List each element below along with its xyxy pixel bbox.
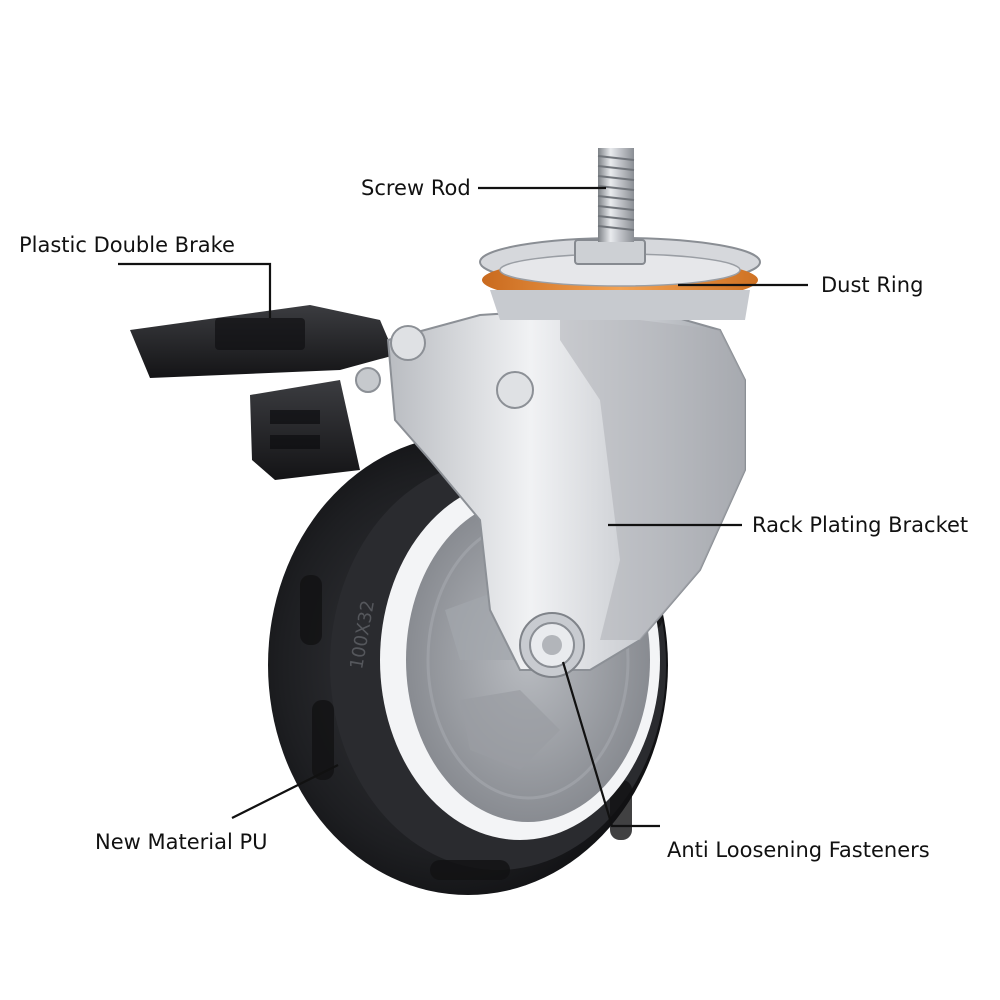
top-plate: [479, 237, 761, 320]
callout-anti-loosening-fasteners: Anti Loosening Fasteners: [667, 838, 930, 862]
leader-lines: [118, 186, 808, 828]
leader-new-material-pu: [231, 764, 339, 819]
callout-plastic-double-brake: Plastic Double Brake: [19, 233, 235, 257]
axle-fastener: [519, 612, 585, 678]
callout-rack-plating-bracket: Rack Plating Bracket: [752, 513, 969, 537]
callout-new-material-pu: New Material PU: [95, 830, 268, 854]
plating-bracket: [355, 309, 746, 671]
leader-anti-loosening-fasteners: [561, 661, 660, 828]
screw-rod: [574, 148, 646, 265]
callout-screw-rod: Screw Rod: [361, 176, 471, 200]
callout-dust-ring: Dust Ring: [821, 273, 924, 297]
brake-assembly: [130, 305, 395, 480]
leader-plastic-double-brake: [118, 262, 272, 318]
